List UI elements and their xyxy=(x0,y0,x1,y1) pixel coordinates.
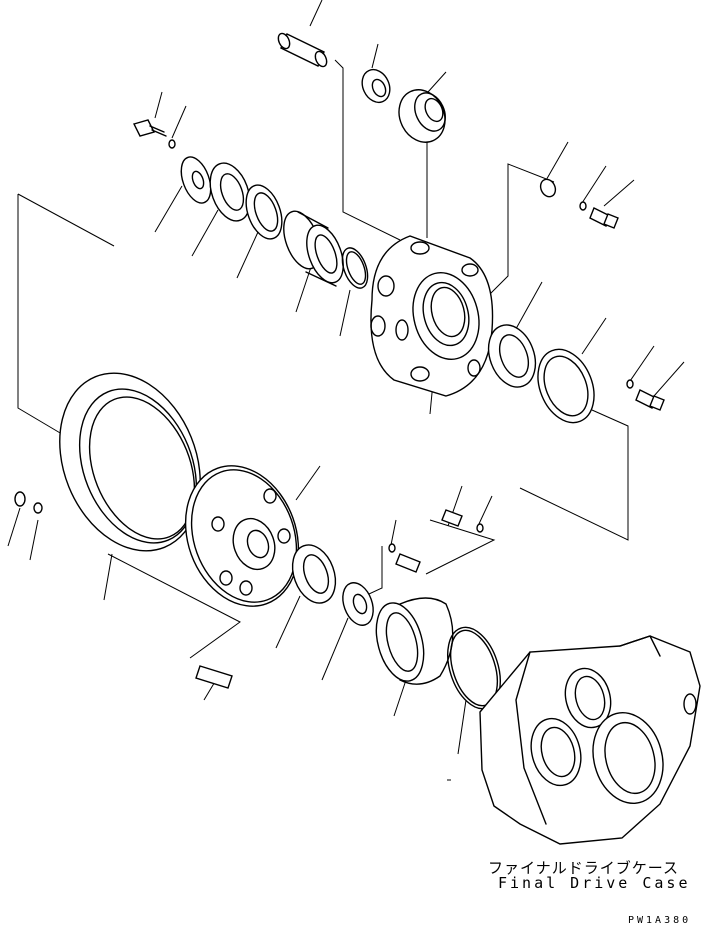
part-name-english: Final Drive Case xyxy=(498,874,691,892)
bolt-right xyxy=(626,379,665,411)
bolt-upper-left xyxy=(132,119,176,149)
planet-gear-top xyxy=(398,89,446,143)
nut-left xyxy=(14,491,43,514)
shim-plate-lower xyxy=(342,582,374,626)
bearing-right xyxy=(487,324,537,388)
cover xyxy=(375,597,454,685)
retainer-plate xyxy=(180,156,212,204)
ring-gear xyxy=(59,372,201,552)
cover-plate-right xyxy=(537,348,595,424)
washer-upper-right xyxy=(539,178,619,229)
planet-carrier xyxy=(370,235,494,397)
pin-shaft xyxy=(277,32,328,68)
final-drive-case xyxy=(479,635,701,845)
bearing-small-top xyxy=(361,68,391,104)
seal-ring xyxy=(245,184,283,240)
drawing-code: PW1A380 xyxy=(628,915,692,926)
roller-bearing-left xyxy=(283,210,344,287)
part-name-japanese: ファイナルドライブケース xyxy=(488,859,679,877)
bearing-lower xyxy=(291,544,337,604)
hub-wheel xyxy=(184,465,300,607)
bolt-lower xyxy=(388,509,484,573)
bearing-left-1 xyxy=(209,162,251,222)
bolt-bottom xyxy=(195,665,233,689)
snap-ring xyxy=(341,247,369,289)
